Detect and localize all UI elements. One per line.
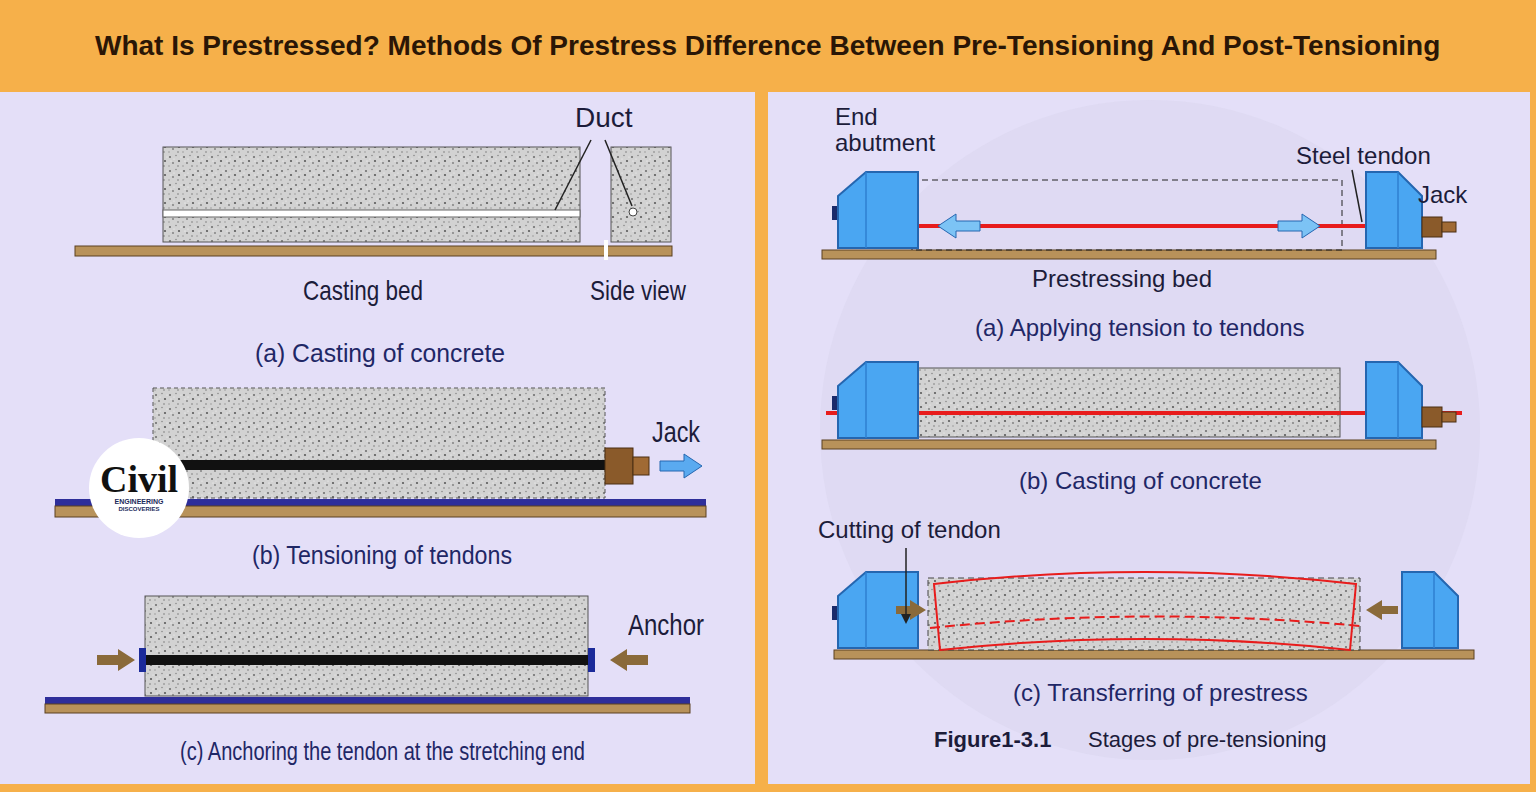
- part-label: Jack: [1418, 182, 1467, 208]
- part-label: Side view: [590, 276, 686, 307]
- stage-caption: (b) Casting of concrete: [1019, 468, 1262, 494]
- figure-number: Figure1-3.1: [934, 728, 1051, 752]
- page-title: What Is Prestressed? Methods Of Prestres…: [95, 30, 1440, 62]
- stage-caption: (a) Casting of concrete: [255, 340, 505, 368]
- stage-caption: (c) Transferring of prestress: [1013, 680, 1308, 706]
- stage-caption: (b) Tensioning of tendons: [252, 542, 512, 570]
- logo-subtitle: ENGINEERING: [89, 498, 189, 506]
- stage-caption: (c) Anchoring the tendon at the stretchi…: [180, 738, 585, 766]
- part-label: Steel tendon: [1296, 143, 1431, 169]
- part-label: Cutting of tendon: [818, 517, 1001, 543]
- part-label: Duct: [575, 103, 633, 134]
- logo-subtitle: DISCOVERIES: [89, 506, 189, 513]
- part-label: End abutment: [835, 104, 945, 157]
- logo-badge: CivilENGINEERINGDISCOVERIES: [89, 438, 189, 538]
- part-label: Jack: [652, 415, 700, 448]
- logo-word: Civil: [89, 460, 189, 498]
- part-label: Anchor: [628, 608, 704, 641]
- part-label: Prestressing bed: [1032, 266, 1212, 292]
- part-label: Casting bed: [303, 276, 423, 307]
- stage-caption: (a) Applying tension to tendons: [975, 315, 1305, 341]
- figure-caption: Stages of pre-tensioning: [1088, 728, 1327, 752]
